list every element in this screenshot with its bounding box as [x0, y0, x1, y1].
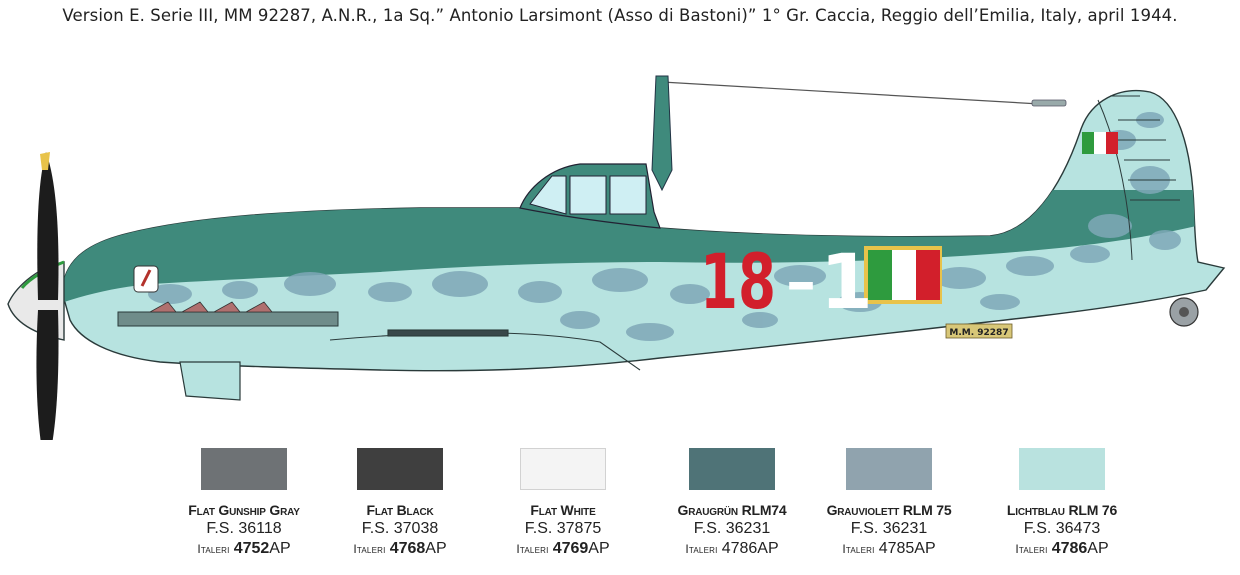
color-swatch	[846, 448, 932, 490]
rudder-outline	[1097, 95, 1180, 261]
camouflage-mottle	[148, 112, 1181, 341]
brand-name: Italeri	[1015, 542, 1048, 556]
federal-standard-code: F.S. 37038	[361, 520, 439, 537]
paint-code-number: 4769	[552, 540, 589, 557]
italeri-paint-code: Italeri 4786AP	[977, 540, 1147, 558]
federal-standard-code: F.S. 36231	[693, 520, 771, 537]
serial-plate: M.M. 92287	[945, 323, 1013, 339]
brand-name: Italeri	[197, 542, 230, 556]
brand-name: Italeri	[685, 542, 718, 556]
federal-standard-code: F.S. 36231	[850, 520, 928, 537]
paint-code-suffix: AP	[425, 540, 447, 557]
paint-code: 4785AP	[879, 540, 936, 557]
antenna-mast	[651, 75, 673, 192]
italeri-paint-code: Italeri 4769AP	[478, 540, 648, 558]
brand-name: Italeri	[516, 542, 549, 556]
profile-caption: Version E. Serie III, MM 92287, A.N.R., …	[62, 6, 1178, 25]
propeller	[36, 152, 59, 440]
federal-standard-code: F.S. 37875	[524, 520, 602, 537]
serial-number: M.M. 92287	[949, 328, 1008, 338]
italeri-paint-code: Italeri 4785AP	[804, 540, 974, 558]
paint-code-suffix: 4785AP	[878, 540, 936, 557]
paint-code-suffix: AP	[269, 540, 291, 557]
paint-code-suffix: AP	[588, 540, 610, 557]
paint-code-suffix: 4786AP	[721, 540, 779, 557]
aircraft-profile-drawing: 18 – 1 M.M. 92287	[7, 75, 1226, 440]
federal-standard-code: F.S. 36473	[1023, 520, 1101, 537]
color-name: Graugrün RLM74	[677, 502, 787, 518]
color-swatch	[201, 448, 287, 490]
fuselage-flag	[864, 246, 942, 304]
color-name: Flat Black	[366, 502, 434, 518]
fuselage-code-number: 18	[700, 237, 776, 326]
italeri-paint-code: Italeri 4768AP	[315, 540, 485, 558]
radiator-intake	[179, 361, 241, 401]
paint-code-number: 4768	[389, 540, 426, 557]
paint-code-number: 4752	[233, 540, 270, 557]
brand-name: Italeri	[353, 542, 386, 556]
federal-standard-code: F.S. 36118	[206, 520, 282, 537]
color-name: Grauviolett RLM 75	[826, 502, 952, 518]
color-name: Flat White	[530, 502, 596, 518]
paint-code: 4752AP	[234, 540, 291, 557]
brand-name: Italeri	[842, 542, 875, 556]
engine-exhausts	[117, 301, 339, 327]
tail-wheel	[1169, 297, 1199, 327]
paint-code: 4786AP	[722, 540, 779, 557]
fuselage-code: 18 – 1	[700, 237, 873, 326]
paint-code-number: 4786	[1051, 540, 1088, 557]
fuselage-code-dash: –	[786, 247, 816, 317]
italeri-paint-code: Italeri 4786AP	[647, 540, 817, 558]
color-swatch	[357, 448, 443, 490]
color-name: Lichtblau RLM 76	[1006, 502, 1118, 518]
paint-code: 4769AP	[553, 540, 610, 557]
wing-root	[329, 329, 641, 371]
tail-flag	[1082, 132, 1118, 154]
color-swatch	[689, 448, 775, 490]
color-swatch	[520, 448, 606, 490]
color-name: Flat Gunship Gray	[188, 502, 300, 518]
antenna-wire	[661, 81, 1067, 107]
paint-code: 4768AP	[390, 540, 447, 557]
cockpit-canopy	[519, 163, 661, 229]
paint-code: 4786AP	[1052, 540, 1109, 557]
color-swatch	[1019, 448, 1105, 490]
fuselage-code-digit: 1	[820, 237, 873, 326]
paint-code-suffix: AP	[1087, 540, 1109, 557]
italeri-paint-code: Italeri 4752AP	[159, 540, 329, 558]
unit-emblem-ace-of-clubs	[133, 265, 159, 293]
